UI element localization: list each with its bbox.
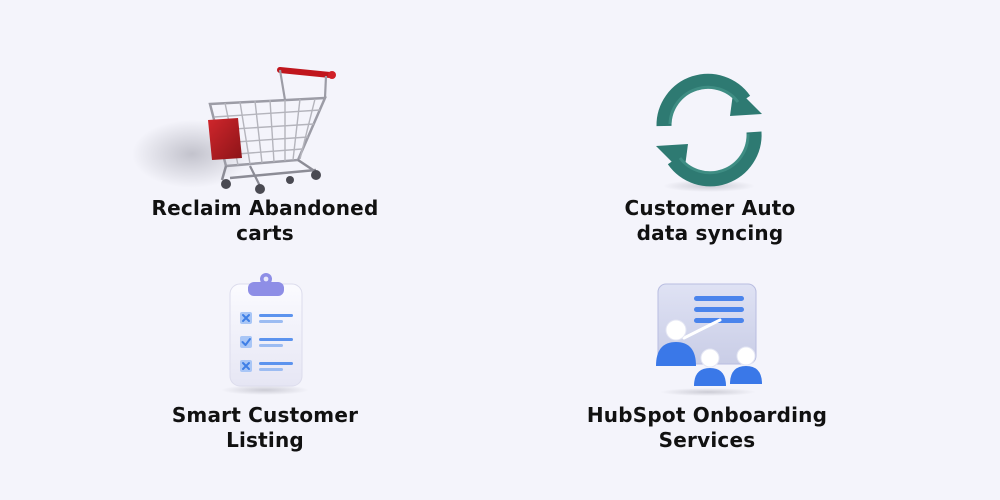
feature-title-line-2: data syncing [636,221,784,245]
clipboard-checklist-icon [215,272,315,396]
feature-title-line-1: Smart Customer [171,403,359,427]
feature-title-line-1: Customer Auto [624,196,796,220]
shopping-cart-icon [130,62,340,194]
presentation-icon [650,280,766,396]
feature-title: HubSpot Onboarding Services [572,403,842,453]
feature-title-line-1: Reclaim Abandoned [151,196,379,220]
feature-title: Smart Customer Listing [140,403,390,453]
feature-title-line-2: Listing [226,428,304,452]
feature-title-line-2: carts [236,221,294,245]
feature-title-line-2: Services [658,428,756,452]
feature-title: Reclaim Abandoned carts [130,196,400,246]
feature-title: Customer Auto data syncing [580,196,840,246]
feature-title-line-1: HubSpot Onboarding [586,403,828,427]
sync-arrows-icon [648,73,770,194]
